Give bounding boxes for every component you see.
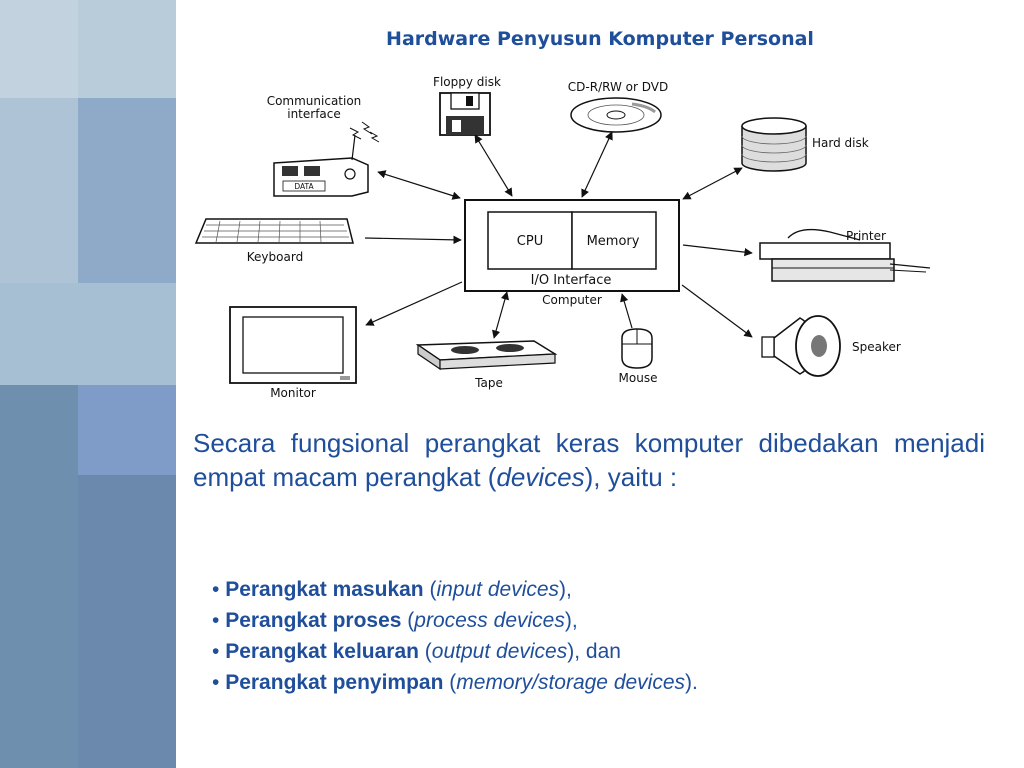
- list-item: • Perangkat masukan (input devices),: [212, 574, 698, 605]
- mouse-label: Mouse: [619, 371, 658, 385]
- keyboard-icon: [194, 218, 354, 244]
- cd-dvd-label: CD-R/RW or DVD: [568, 80, 668, 94]
- computer-box: CPU Memory I/O Interface: [464, 199, 680, 292]
- panel-tile: [0, 0, 78, 100]
- list-item-paren: (: [418, 640, 432, 663]
- list-item-english: output devices: [431, 640, 568, 663]
- list-item-close: ),: [559, 578, 572, 601]
- intro-text-end: ), yaitu :: [584, 462, 678, 492]
- device-type-list: • Perangkat masukan (input devices), • P…: [212, 574, 698, 698]
- panel-tile: [78, 98, 176, 283]
- floppy-disk-label: Floppy disk: [433, 75, 501, 89]
- monitor-label: Monitor: [270, 386, 316, 400]
- intro-text: Secara fungsional perangkat keras komput…: [193, 428, 985, 492]
- monitor-icon: [229, 306, 357, 384]
- hard-disk-icon: [741, 117, 807, 172]
- tape-icon: [415, 340, 558, 371]
- bullet-glyph: •: [212, 609, 220, 632]
- list-item-term: Perangkat penyimpan: [225, 671, 444, 694]
- bullet-glyph: •: [212, 671, 220, 694]
- list-item-english: memory/storage devices: [456, 671, 686, 694]
- hardware-diagram: CPU Memory I/O Interface Computer DATA C…: [194, 75, 931, 400]
- data-label: DATA: [294, 182, 314, 191]
- list-item: • Perangkat penyimpan (memory/storage de…: [212, 667, 698, 698]
- keyboard-label: Keyboard: [247, 250, 303, 264]
- tape-label: Tape: [474, 376, 503, 390]
- list-item-close: ).: [685, 671, 698, 694]
- panel-tile: [78, 385, 176, 475]
- computer-label: Computer: [542, 293, 602, 307]
- bullet-glyph: •: [212, 640, 220, 663]
- cpu-label: CPU: [517, 234, 543, 249]
- list-item-english: input devices: [436, 578, 560, 601]
- list-item-english: process devices: [414, 609, 565, 632]
- panel-tile: [0, 98, 78, 283]
- list-item-paren: (: [401, 609, 415, 632]
- list-item-term: Perangkat proses: [225, 609, 402, 632]
- list-item-close: ), dan: [567, 640, 621, 663]
- cd-dvd-icon: [570, 97, 662, 133]
- hard-disk-label: Hard disk: [812, 136, 869, 150]
- speaker-icon: [761, 315, 841, 377]
- list-item: • Perangkat keluaran (output devices), d…: [212, 636, 698, 667]
- list-item-term: Perangkat keluaran: [225, 640, 419, 663]
- communication-interface-label: interface: [287, 107, 341, 121]
- decorative-side-panel: [0, 0, 176, 768]
- slide-title: Hardware Penyusun Komputer Personal: [386, 28, 814, 50]
- io-interface-label: I/O Interface: [531, 273, 612, 288]
- floppy-disk-icon: [439, 92, 491, 136]
- list-item-paren: (: [443, 671, 457, 694]
- intro-devices-word: devices: [496, 462, 585, 492]
- panel-tile: [0, 385, 78, 768]
- list-item-paren: (: [423, 578, 437, 601]
- communication-interface-device: DATA: [273, 121, 380, 197]
- list-item-term: Perangkat masukan: [225, 578, 424, 601]
- printer-label: Printer: [846, 229, 886, 243]
- list-item-close: ),: [564, 609, 578, 632]
- intro-paragraph: Secara fungsional perangkat keras komput…: [193, 426, 985, 494]
- communication-interface-label: Communication: [267, 94, 362, 108]
- panel-tile: [0, 283, 176, 385]
- bullet-glyph: •: [212, 578, 220, 601]
- speaker-label: Speaker: [852, 340, 901, 354]
- connection-arrows: [364, 131, 753, 339]
- mouse-icon: [621, 328, 653, 369]
- printer-icon: [759, 228, 931, 282]
- memory-label: Memory: [587, 234, 640, 249]
- list-item: • Perangkat proses (process devices),: [212, 605, 698, 636]
